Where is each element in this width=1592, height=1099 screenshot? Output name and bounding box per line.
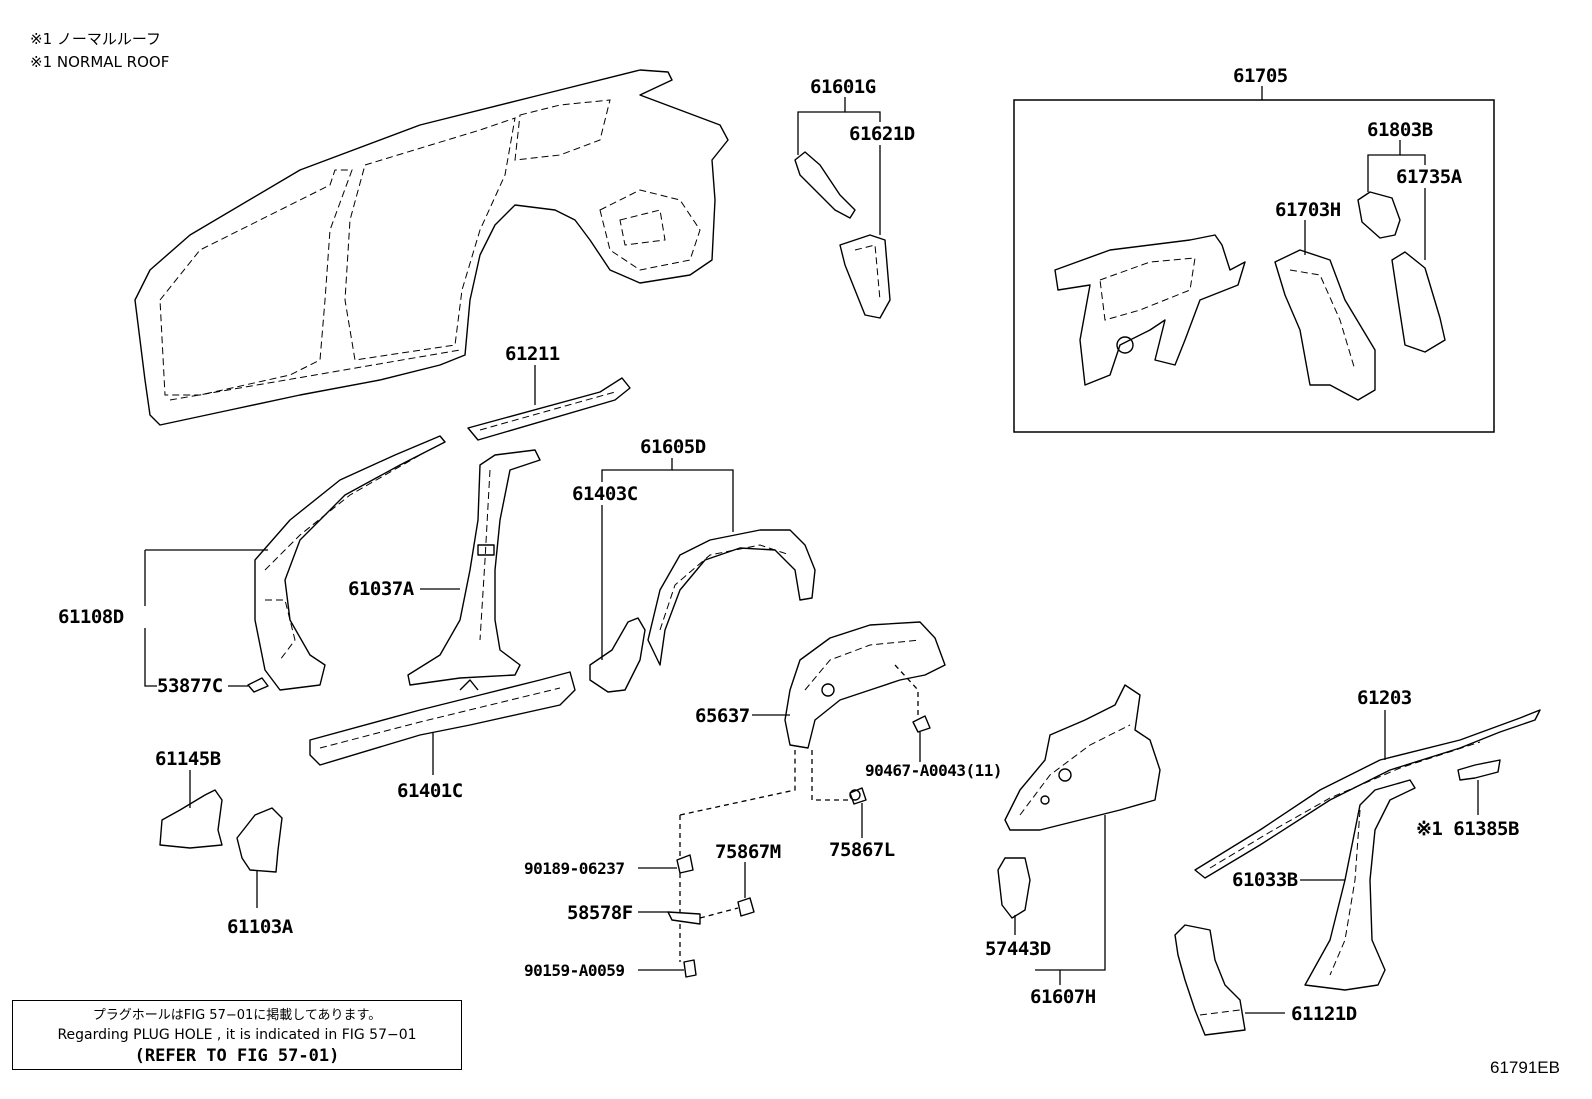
part-61145B (159, 789, 223, 849)
clip-75867L (849, 787, 867, 805)
label-61401C: 61401C (397, 780, 463, 802)
bracket-58578F (667, 911, 701, 925)
reference-note-jp: プラグホールはFIG 57−01に掲載してあります。 (92, 1008, 382, 1023)
reference-note-en: Regarding PLUG HOLE , it is indicated in… (57, 1027, 417, 1043)
part-61211 (467, 377, 631, 441)
label-61607H: 61607H (1030, 986, 1096, 1008)
reference-fig-link: (REFER TO FIG 57-01) (134, 1046, 340, 1066)
label-61203: 61203 (1357, 687, 1412, 709)
label-61033B: 61033B (1232, 869, 1298, 891)
label-61121D: 61121D (1291, 1003, 1357, 1025)
label-90159-A0059: 90159-A0059 (524, 961, 624, 980)
body-side-outer-panel (134, 69, 729, 426)
label-61735A: 61735A (1396, 166, 1463, 188)
document-id: 61791EB (1490, 1058, 1560, 1077)
clip-53877C (247, 677, 269, 693)
fasteners (247, 677, 1501, 978)
label-61601G: 61601G (810, 76, 876, 98)
part-61401C (309, 671, 576, 766)
label-75867L: 75867L (829, 839, 895, 861)
label-61621D: 61621D (849, 123, 915, 145)
note-normal-roof-jp: ※1 ノーマルルーフ (30, 30, 161, 48)
clip-75867M (737, 897, 755, 917)
label-61803B: 61803B (1367, 119, 1433, 141)
part-61103A (236, 807, 283, 873)
nut-90189 (676, 854, 694, 874)
leader-lines (144, 86, 1479, 1014)
label-90189-06237: 90189-06237 (524, 859, 624, 878)
part-61121D (1174, 924, 1246, 1036)
part-57443D (997, 857, 1031, 919)
label-61605D: 61605D (640, 436, 706, 458)
label-61108D: 61108D (58, 606, 124, 628)
part-61403C (589, 617, 646, 693)
part-61607H (1004, 684, 1161, 831)
plug-hole-reference-box: プラグホールはFIG 57−01に掲載してあります。 Regarding PLU… (12, 1000, 462, 1070)
part-61203 (1194, 709, 1541, 879)
label-61145B: 61145B (155, 748, 221, 770)
label-53877C: 53877C (157, 675, 223, 697)
nut-90467 (912, 715, 931, 733)
label-61037A: 61037A (348, 578, 415, 600)
part-labels: 61601G 61621D 61705 61803B 61735A 61703H… (58, 65, 1519, 1025)
part-61037A (407, 449, 541, 686)
label-61703H: 61703H (1275, 199, 1341, 221)
label-75867M: 75867M (715, 841, 781, 863)
part-61605D (647, 529, 816, 666)
bolt-90159 (683, 959, 697, 978)
label-58578F: 58578F (567, 902, 633, 924)
label-61211: 61211 (505, 343, 560, 365)
label-65637: 65637 (695, 705, 750, 727)
label-57443D: 57443D (985, 938, 1051, 960)
label-61705: 61705 (1233, 65, 1288, 87)
part-61033B (1304, 779, 1416, 991)
label-90467-A0043: 90467-A0043(11) (865, 761, 1002, 780)
note-normal-roof-en: ※1 NORMAL ROOF (30, 53, 170, 71)
group-61705-box (1013, 99, 1495, 433)
part-61705-assembly (1054, 191, 1446, 401)
label-61103A: 61103A (227, 916, 294, 938)
part-61385B-shape (1457, 759, 1501, 781)
part-61601G-61621D (794, 151, 891, 319)
part-61108D (254, 435, 446, 691)
label-61403C: 61403C (572, 483, 638, 505)
label-61385B: ※1 61385B (1416, 818, 1519, 840)
